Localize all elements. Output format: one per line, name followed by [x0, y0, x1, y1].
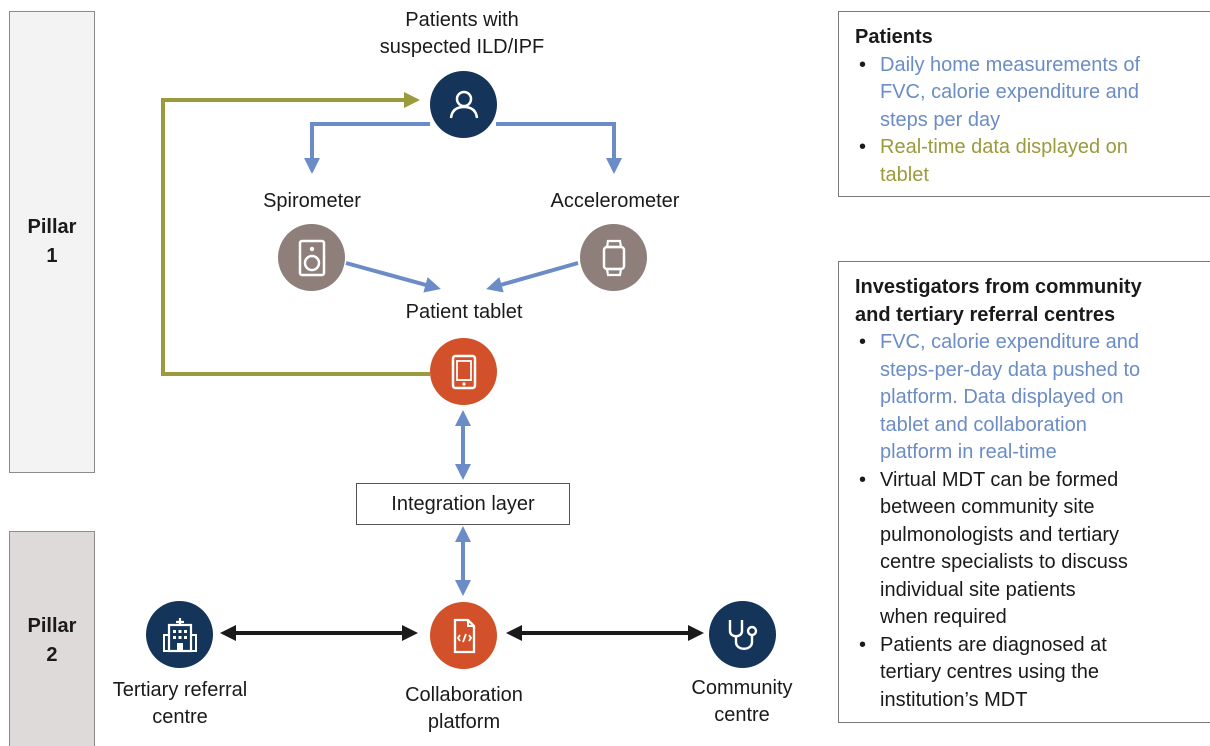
- patients-label-line2: suspected ILD/IPF: [379, 36, 545, 58]
- pillar-2: Pillar 2: [9, 531, 95, 746]
- integration-layer-box: Integration layer: [356, 483, 570, 525]
- community-label-line1: Community: [691, 677, 793, 699]
- spirometer-to-tablet-arrow: [345, 261, 441, 293]
- tertiary-label-line2: centre: [152, 706, 208, 728]
- smartwatch-icon: [602, 239, 625, 276]
- accelerometer-label: Accelerometer: [550, 190, 680, 212]
- pillar-2-label: Pillar: [27, 615, 77, 637]
- patients-panel-item-line: Daily home measurements of: [880, 53, 1141, 76]
- investigators-panel-title-line: and tertiary referral centres: [855, 303, 1116, 326]
- investigators-panel-title-line: Investigators from community: [855, 276, 1142, 298]
- patients-panel-item: Real-time data displayed on tablet: [855, 134, 1197, 189]
- patients-label-line1: Patients with: [405, 9, 519, 31]
- integration-layer-label: Integration layer: [391, 492, 535, 515]
- document-code-icon: [453, 618, 475, 653]
- collaboration-label-line1: Collaboration: [405, 684, 523, 706]
- patients-panel-list: Daily home measurements of FVC, calorie …: [855, 52, 1197, 190]
- user-icon: [449, 90, 478, 118]
- patients-panel-item-line: Real-time data displayed on: [880, 136, 1128, 158]
- spirometer-node: [278, 224, 345, 291]
- patients-label: Patients with suspected ILD/IPF: [352, 7, 572, 61]
- investigators-panel-item-line: platform in real-time: [880, 441, 1057, 463]
- pillar-1: Pillar 1: [9, 11, 95, 473]
- speaker-device-icon: [298, 239, 325, 276]
- tablet-label: Patient tablet: [405, 301, 523, 323]
- investigators-panel-item-line: institution’s MDT: [880, 688, 1028, 711]
- investigators-info-panel: Investigators from community and tertiar…: [838, 261, 1210, 723]
- patients-panel-item: Daily home measurements of FVC, calorie …: [855, 52, 1197, 135]
- pillar-1-label: Pillar: [27, 216, 77, 238]
- accelerometer-to-tablet-arrow: [486, 261, 579, 293]
- investigators-panel-item-line: pulmonologists and tertiary: [880, 523, 1120, 546]
- collaboration-label-line2: platform: [427, 711, 501, 733]
- investigators-panel-item-line: tertiary centres using the: [880, 661, 1099, 683]
- hospital-icon: [162, 617, 197, 652]
- investigators-panel-item: FVC, calorie expenditure and steps-per-d…: [855, 329, 1197, 467]
- community-label-line2: centre: [714, 704, 770, 726]
- patients-panel-item-line: FVC, calorie expenditure and: [880, 81, 1140, 103]
- pillar-2-number: 2: [46, 644, 58, 666]
- investigators-panel-item-line: steps-per-day data pushed to: [880, 358, 1141, 381]
- collaboration-label: Collaboration platform: [362, 682, 566, 736]
- investigators-panel-item-line: platform. Data displayed on: [880, 386, 1124, 408]
- tablet-node: [430, 338, 497, 405]
- investigators-panel-item-line: tablet and collaboration: [880, 413, 1087, 436]
- investigators-panel-item-line: when required: [880, 606, 1007, 628]
- tertiary-label-line1: Tertiary referral: [112, 679, 248, 701]
- patients-panel-item-line: tablet: [880, 163, 929, 186]
- investigators-panel-item: Patients are diagnosed at tertiary centr…: [855, 632, 1197, 715]
- investigators-panel-item-line: Virtual MDT can be formed: [880, 468, 1119, 491]
- patients-to-spirometer-arrow: [304, 122, 430, 174]
- patients-info-panel: Patients Daily home measurements of FVC,…: [838, 11, 1210, 197]
- community-node: [709, 601, 776, 668]
- tertiary-label: Tertiary referral centre: [92, 677, 268, 731]
- investigators-panel-item-line: individual site patients: [880, 578, 1076, 601]
- investigators-panel-item: Virtual MDT can be formed between commun…: [855, 467, 1197, 632]
- community-label: Community centre: [662, 675, 822, 729]
- investigators-panel-title: Investigators from community and tertiar…: [855, 274, 1197, 329]
- patients-panel-title: Patients: [855, 26, 933, 48]
- pillar-1-number: 1: [46, 245, 58, 267]
- investigators-panel-list: FVC, calorie expenditure and steps-per-d…: [855, 329, 1197, 714]
- accelerometer-node: [580, 224, 647, 291]
- patients-to-accelerometer-arrow: [496, 122, 622, 174]
- stethoscope-icon: [728, 619, 757, 650]
- investigators-panel-item-line: FVC, calorie expenditure and: [880, 331, 1140, 353]
- investigators-panel-item-line: between community site: [880, 496, 1095, 518]
- investigators-panel-item-line: centre specialists to discuss: [880, 551, 1128, 573]
- investigators-panel-item-line: Patients are diagnosed at: [880, 633, 1107, 656]
- tertiary-node: [146, 601, 213, 668]
- collaboration-node: [430, 602, 497, 669]
- patients-panel-item-line: steps per day: [880, 108, 1001, 131]
- feedback-arrow: [161, 92, 430, 376]
- spirometer-label: Spirometer: [263, 190, 361, 212]
- tablet-icon: [451, 354, 476, 389]
- patients-node: [430, 71, 497, 138]
